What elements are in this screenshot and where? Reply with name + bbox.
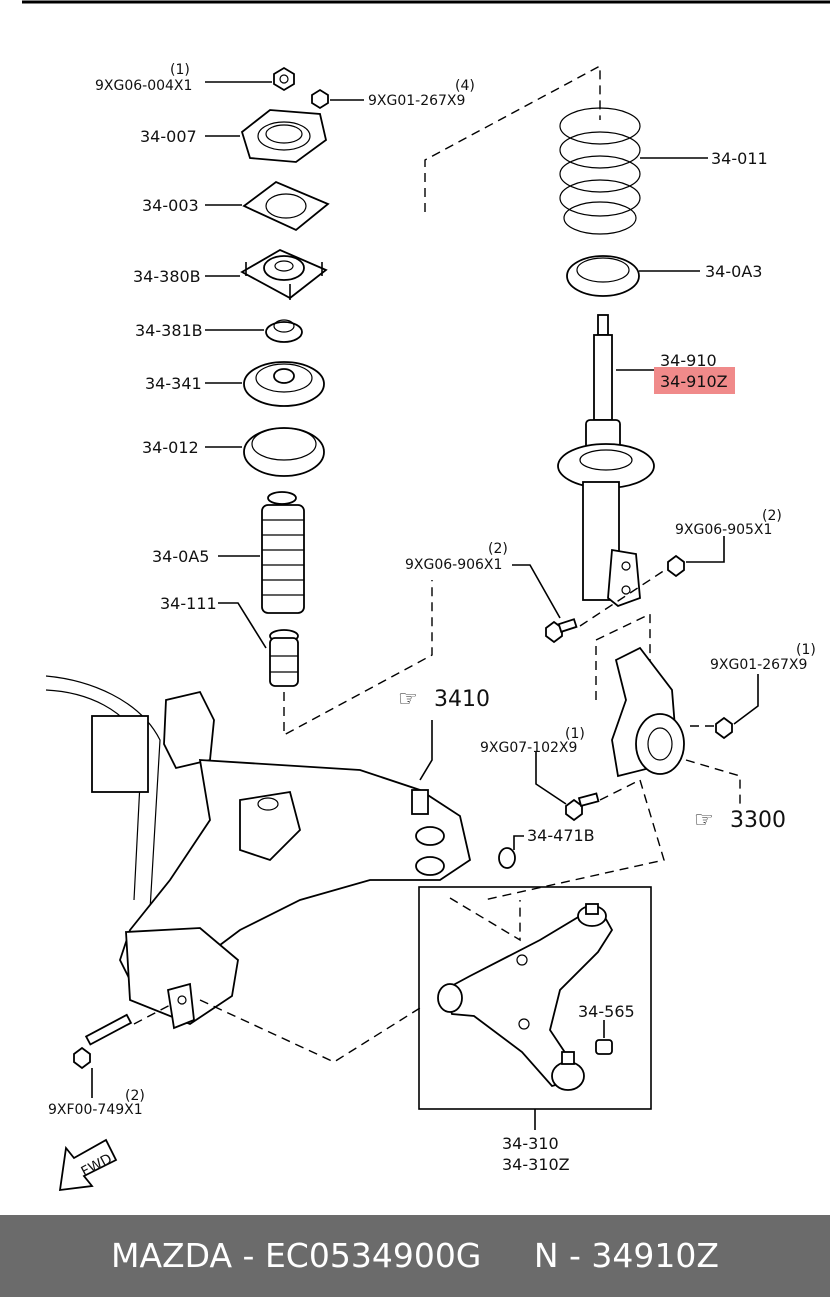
label-nut-small: 9XG01-267X9 [368, 93, 465, 109]
part-34-910-strut [557, 314, 655, 608]
nut-small-part [311, 88, 329, 110]
label-34-111: 34-111 [160, 594, 217, 613]
part-34-565-bushing [595, 1039, 613, 1055]
label-34-012: 34-012 [142, 438, 199, 457]
label-34-910: 34-910 [660, 351, 717, 370]
label-bolt-frame-qty: (2) [125, 1088, 145, 1104]
part-34-007-plate [240, 109, 328, 163]
part-34-310-lower-arm [437, 903, 614, 1091]
bolt-left-part [545, 618, 578, 644]
label-34-380b: 34-380B [133, 267, 201, 286]
part-34-0a5-boot [261, 491, 305, 614]
fwd-arrow-icon: FWD [58, 1138, 118, 1192]
label-34-565: 34-565 [578, 1002, 635, 1021]
part-34-471b-washer [498, 847, 516, 869]
label-nut-top: 9XG06-004X1 [95, 78, 192, 94]
bolt-frame-part [73, 1013, 133, 1070]
label-nut-knuckle-qty: (1) [796, 642, 816, 658]
highlight-box [654, 367, 735, 394]
label-bolt-arm: 9XG07-102X9 [480, 740, 577, 756]
part-34-380b-mount [240, 248, 328, 300]
label-34-310z: 34-310Z [502, 1155, 570, 1174]
label-34-0a3: 34-0A3 [705, 262, 762, 281]
footer-text: MAZDA - EC0534900G N - 34910Z [111, 1236, 719, 1275]
nut-knuckle-part [715, 716, 733, 740]
footer-bar: MAZDA - EC0534900G N - 34910Z [0, 1215, 830, 1297]
label-34-381b: 34-381B [135, 321, 203, 340]
parts-diagram: (1) 9XG06-004X1 (4) 9XG01-267X9 34-007 3… [22, 0, 830, 1192]
part-34-111-bumpstop [269, 629, 299, 687]
label-nut-knuckle: 9XG01-267X9 [710, 657, 807, 673]
knuckle-part [611, 646, 685, 778]
label-34-310: 34-310 [502, 1134, 559, 1153]
part-34-0a3-seat [566, 255, 640, 297]
label-nut-small-qty: (4) [455, 78, 475, 94]
part-34-341-bearing [243, 361, 325, 407]
ref-3410-icon: ☞ [398, 687, 418, 712]
part-34-381b-bushing [265, 319, 303, 343]
label-bolt-right: 9XG06-905X1 [675, 522, 772, 538]
label-34-0a5: 34-0A5 [152, 547, 209, 566]
ref-3300-icon: ☞ [694, 808, 714, 833]
label-bolt-right-qty: (2) [762, 508, 782, 524]
label-bolt-frame: 9XF00-749X1 [48, 1102, 143, 1118]
label-34-007: 34-007 [140, 127, 197, 146]
label-nut-top-qty: (1) [170, 62, 190, 78]
subframe-part [45, 675, 472, 1030]
label-bolt-arm-qty: (1) [565, 726, 585, 742]
label-34-341: 34-341 [145, 374, 202, 393]
bolt-arm-part [565, 792, 600, 822]
label-34-011: 34-011 [711, 149, 768, 168]
nut-top-part [273, 66, 295, 92]
part-34-003-gasket [242, 180, 330, 232]
label-bolt-left-qty: (2) [488, 541, 508, 557]
bolt-right-nut [667, 554, 685, 578]
label-ref-3410: 3410 [434, 687, 490, 712]
part-34-012-seat [243, 427, 325, 477]
label-ref-3300: 3300 [730, 808, 786, 833]
label-34-003: 34-003 [142, 196, 199, 215]
label-bolt-left: 9XG06-906X1 [405, 557, 502, 573]
part-34-011-spring [559, 107, 641, 235]
label-34-910z: 34-910Z [660, 372, 728, 391]
label-34-471b: 34-471B [527, 826, 595, 845]
